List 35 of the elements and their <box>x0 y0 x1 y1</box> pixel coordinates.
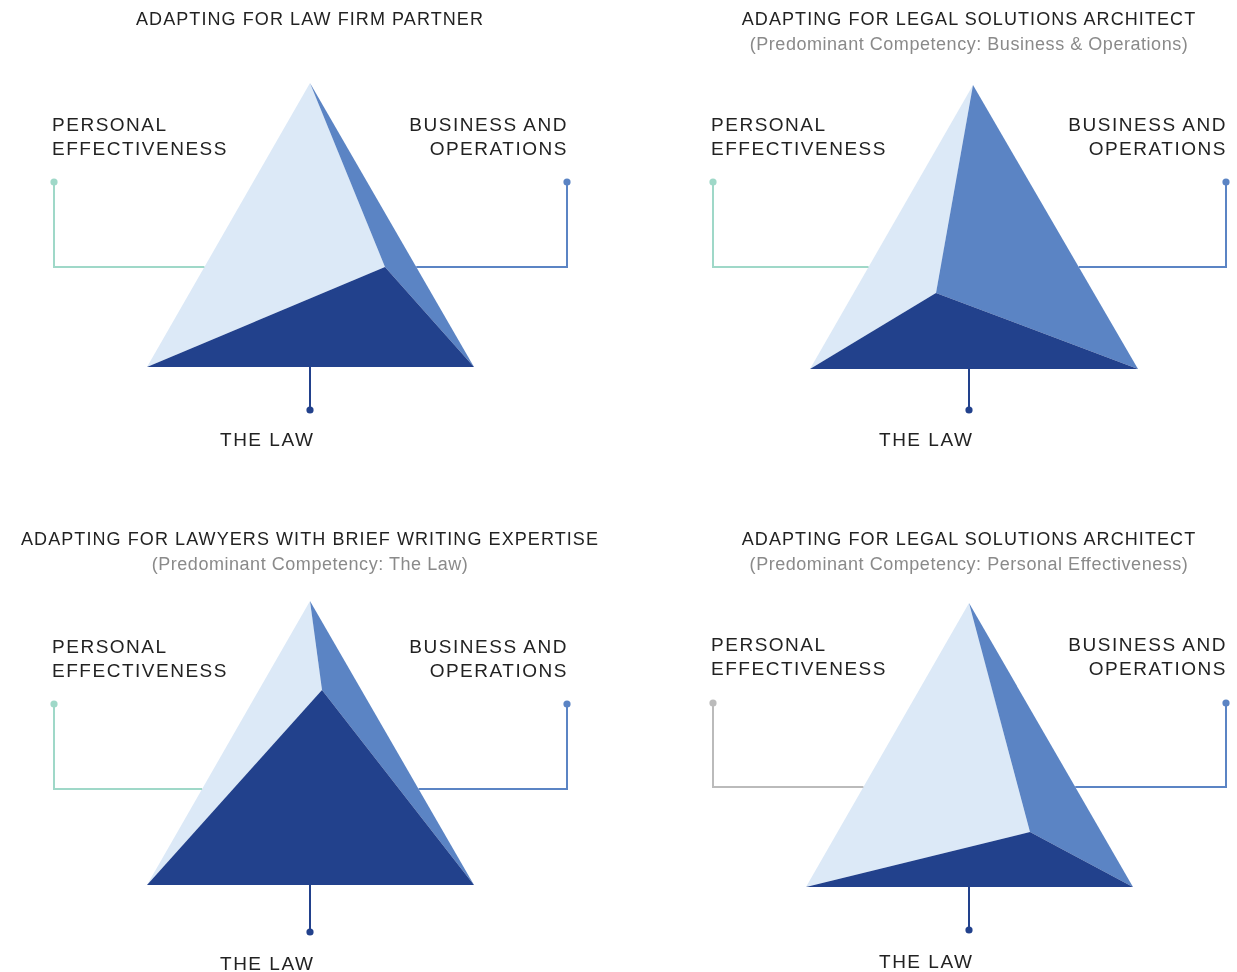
triangle-facet <box>810 293 1138 369</box>
panel-title: ADAPTING FOR LAWYERS WITH BRIEF WRITING EXPERTISE <box>21 528 599 551</box>
panel-subtitle: (Predominant Competency: Personal Effectiveness) <box>749 553 1189 576</box>
axis-label: THE LAW <box>879 950 1059 972</box>
axis-label: THE LAW <box>879 428 1059 452</box>
axis-label: PERSONAL EFFECTIVENESS <box>711 633 891 681</box>
panel-title: ADAPTING FOR LEGAL SOLUTIONS ARCHITECT <box>741 528 1197 551</box>
axis-label: PERSONAL EFFECTIVENESS <box>711 113 891 161</box>
leader-line <box>709 178 870 268</box>
leader-line <box>417 700 571 790</box>
leader-line <box>415 178 571 268</box>
panel-title: ADAPTING FOR LEGAL SOLUTIONS ARCHITECT <box>741 8 1197 31</box>
leader-line <box>50 178 206 268</box>
axis-label: PERSONAL EFFECTIVENESS <box>52 113 232 161</box>
axis-label: BUSINESS AND OPERATIONS <box>388 635 568 683</box>
panel-title: ADAPTING FOR LAW FIRM PARTNER <box>136 8 484 31</box>
triangle-facet <box>806 832 1133 887</box>
panel-subtitle: (Predominant Competency: The Law) <box>151 553 469 576</box>
leader-line <box>50 700 204 790</box>
axis-label: BUSINESS AND OPERATIONS <box>1047 113 1227 161</box>
triangle-facet <box>147 267 474 367</box>
triangle-facet <box>147 690 474 885</box>
leader-line <box>1074 699 1230 788</box>
axis-label: BUSINESS AND OPERATIONS <box>388 113 568 161</box>
leader-line <box>306 366 314 414</box>
axis-label: BUSINESS AND OPERATIONS <box>1047 633 1227 681</box>
leader-line <box>965 368 973 414</box>
axis-label: THE LAW <box>220 952 400 972</box>
leader-line <box>709 699 865 788</box>
leader-line <box>306 884 314 936</box>
leader-line <box>965 886 973 934</box>
axis-label: THE LAW <box>220 428 400 452</box>
leader-line <box>1077 178 1230 268</box>
axis-label: PERSONAL EFFECTIVENESS <box>52 635 232 683</box>
panel-subtitle: (Predominant Competency: Business & Operations) <box>749 33 1189 56</box>
